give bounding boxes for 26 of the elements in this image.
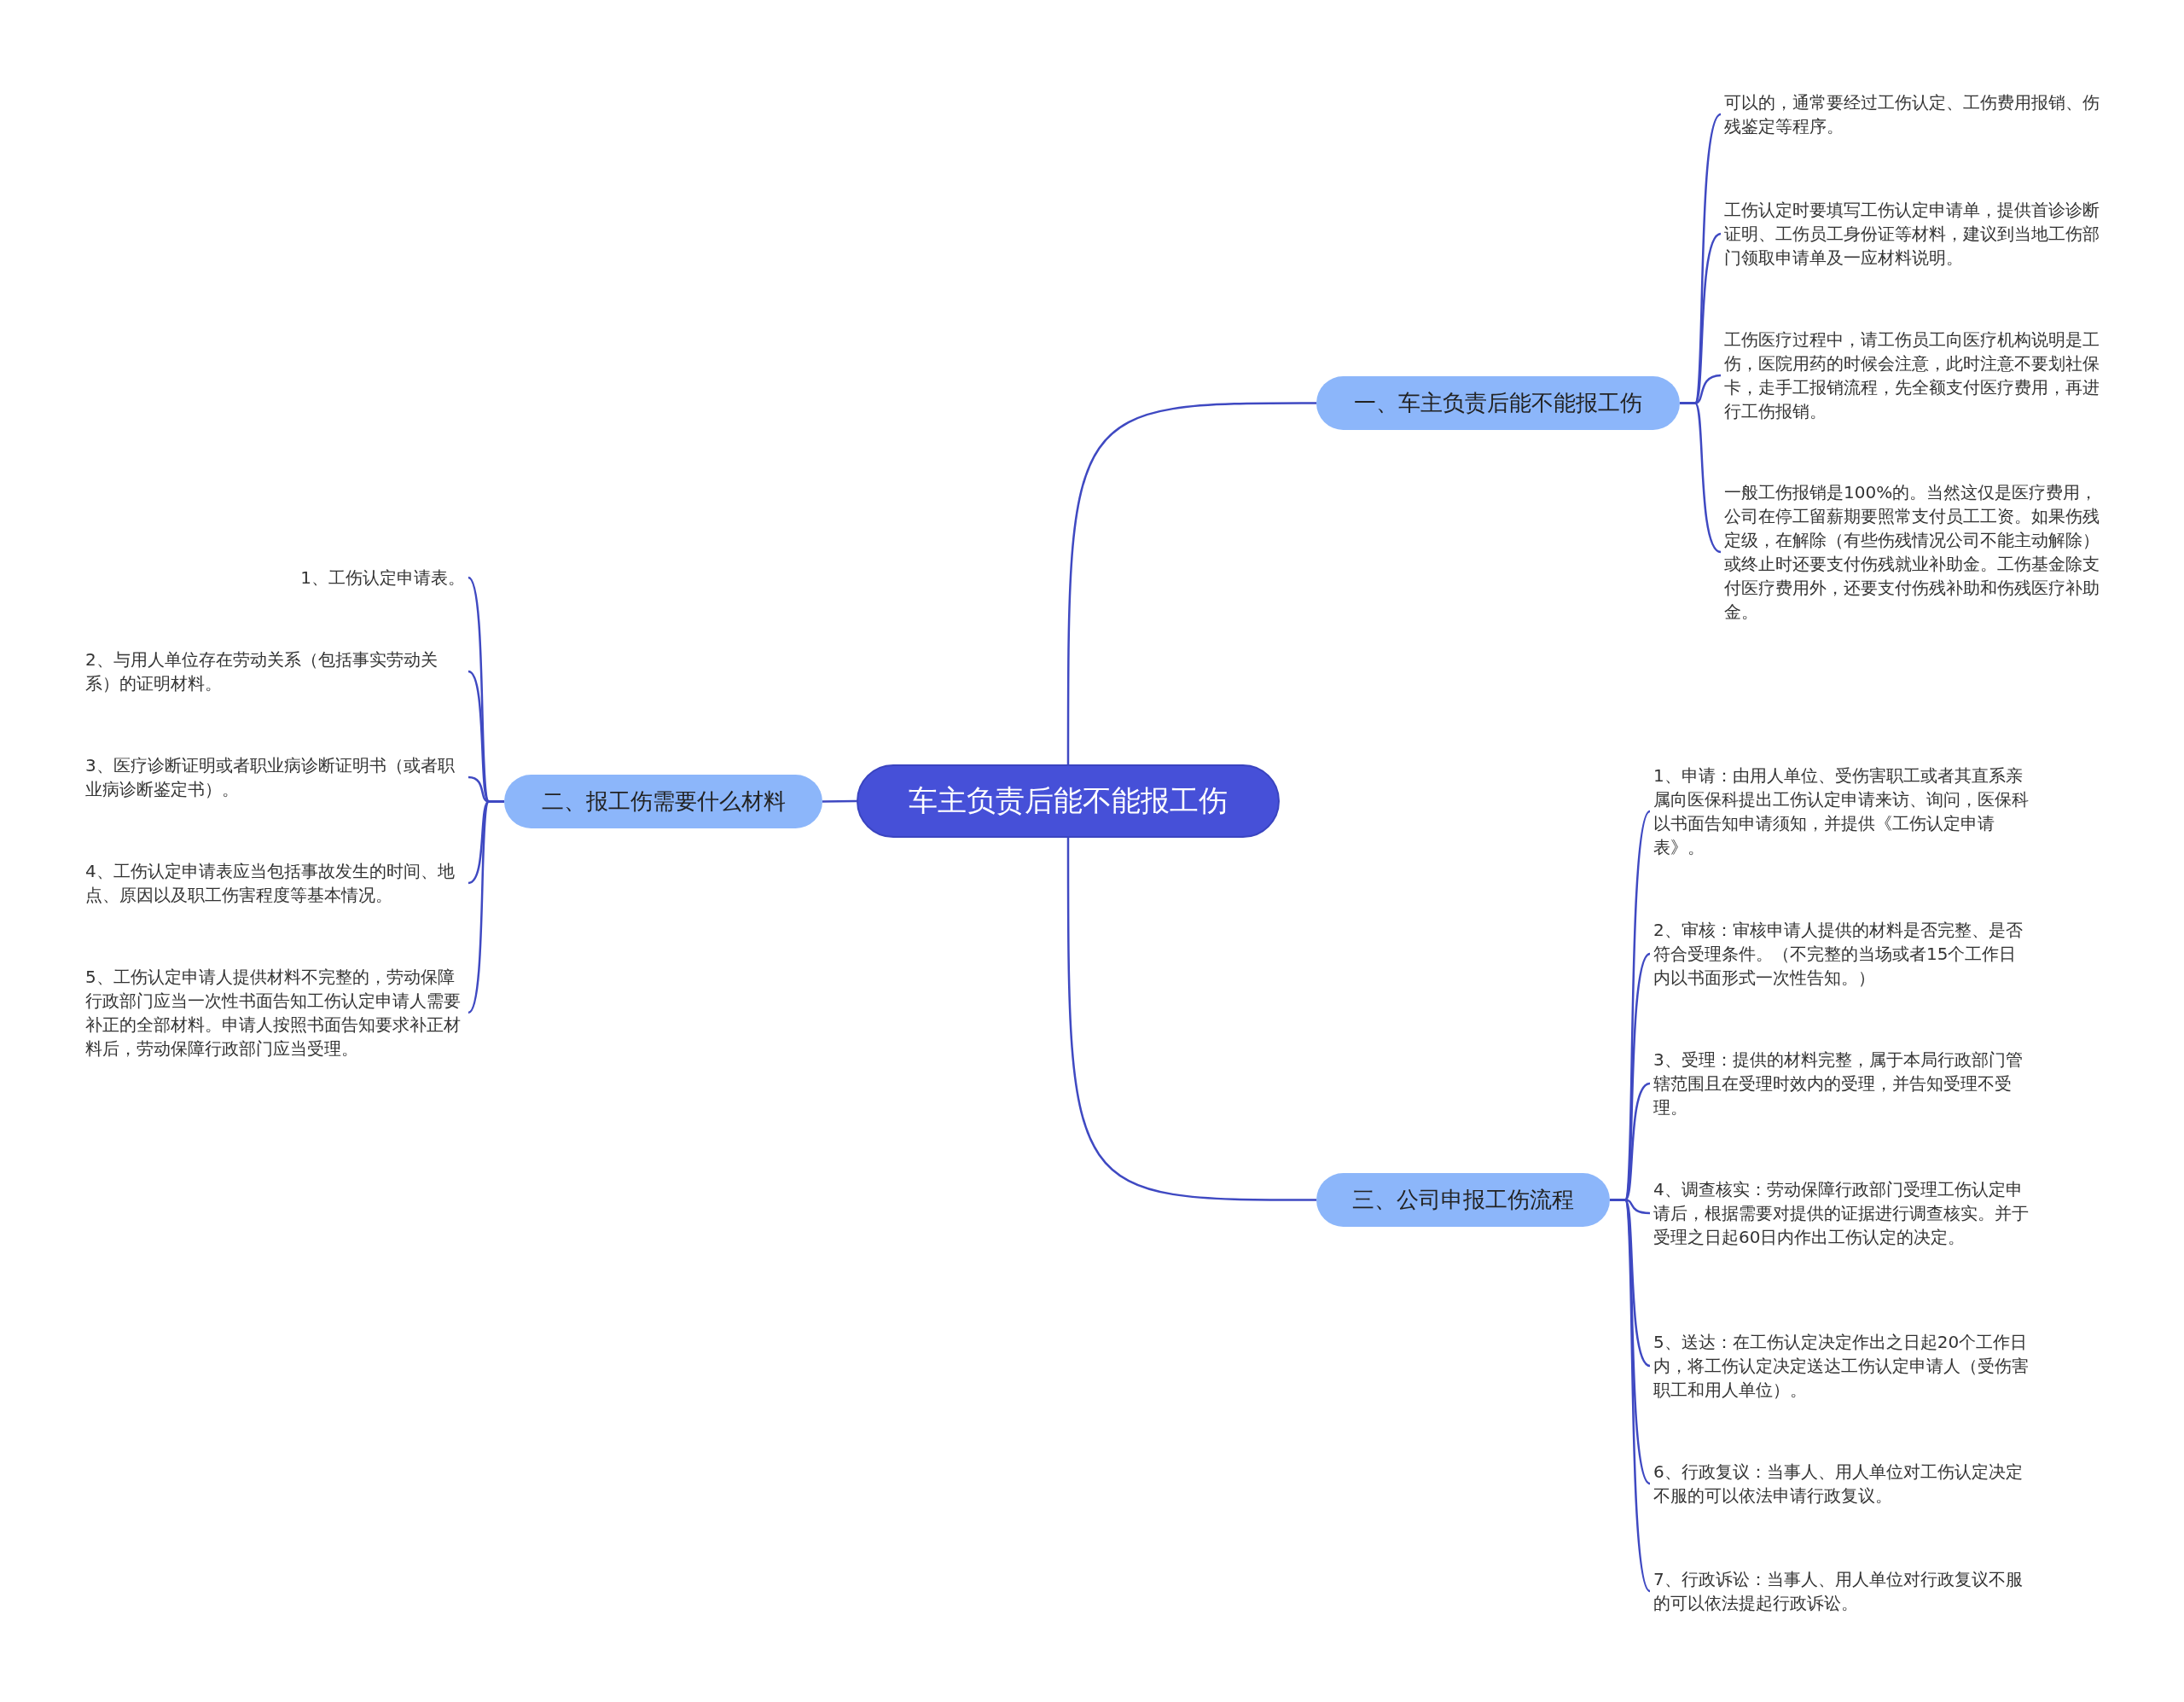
central-topic: 车主负责后能不能报工伤 (857, 764, 1280, 838)
note-text: 1、工伤认定申请表。 (299, 566, 465, 590)
note-text: 5、工伤认定申请人提供材料不完整的，劳动保障行政部门应当一次性书面告知工伤认定申请人需要补正的全部材料。申请人按照书面告知要求补正材料后，劳动保障行政部门应当受理。 (85, 966, 462, 1060)
connector-line (1066, 838, 1316, 1201)
connector-line (1066, 402, 1316, 764)
note-text: 可以的，通常要经过工伤认定、工伤费用报销、伤残鉴定等程序。 (1724, 91, 2100, 138)
note-text: 2、与用人单位存在劳动关系（包括事实劳动关系）的证明材料。 (85, 648, 439, 695)
note-text: 6、行政复议：当事人、用人单位对工伤认定决定不服的可以依法申请行政复议。 (1653, 1461, 2024, 1507)
note-text: 工伤医疗过程中，请工伤员工向医疗机构说明是工伤，医院用药的时候会注意，此时注意不要划社保卡，走手工报销流程，先全额支付医疗费用，再进行工伤报销。 (1724, 328, 2100, 423)
note-text: 工伤认定时要填写工伤认定申请单，提供首诊诊断证明、工伤员工身份证等材料，建议到当地工伤部门领取申请单及一应材料说明。 (1724, 199, 2100, 270)
note-text: 4、工伤认定申请表应当包括事故发生的时间、地点、原因以及职工伤害程度等基本情况。 (85, 860, 456, 907)
note-text: 一般工伤报销是100%的。当然这仅是医疗费用，公司在停工留薪期要照常支付员工工资。如果伤残定级，在解除（有些伤残情况公司不能主动解除）或终止时还要支付伤残就业补助金。工伤基金除支付医疗费用外，还要支付伤残补助和伤残医疗补助金。 (1724, 481, 2100, 624)
note-text: 5、送达：在工伤认定决定作出之日起20个工作日内，将工伤认定决定送达工伤认定申请人（受伤害职工和用人单位）。 (1653, 1331, 2030, 1402)
note-text: 3、医疗诊断证明或者职业病诊断证明书（或者职业病诊断鉴定书）。 (85, 754, 456, 801)
branch-topic: 一、车主负责后能不能报工伤 (1316, 376, 1680, 430)
connector-line (1610, 1199, 1652, 1592)
connector-line (1680, 402, 1722, 554)
note-text: 1、申请：由用人单位、受伤害职工或者其直系亲属向医保科提出工伤认定申请来访、询问，医保科以书面告知申请须知，并提供《工伤认定申请表》。 (1653, 764, 2030, 859)
note-text: 2、审核：审核申请人提供的材料是否完整、是否符合受理条件。（不完整的当场或者15个工作日内以书面形式一次性告知。） (1653, 919, 2024, 990)
branch-topic: 二、报工伤需要什么材料 (504, 775, 822, 828)
connector-line (468, 800, 504, 1014)
branch-topic: 三、公司申报工伤流程 (1316, 1173, 1610, 1227)
connector-line (822, 799, 857, 803)
note-text: 4、调查核实：劳动保障行政部门受理工伤认定申请后，根据需要对提供的证据进行调查核实。并于受理之日起60日内作出工伤认定的决定。 (1653, 1178, 2030, 1249)
note-text: 7、行政诉讼：当事人、用人单位对行政复议不服的可以依法提起行政诉讼。 (1653, 1568, 2024, 1615)
note-text: 3、受理：提供的材料完整，属于本局行政部门管辖范围且在受理时效内的受理，并告知受理不受理。 (1653, 1049, 2024, 1119)
